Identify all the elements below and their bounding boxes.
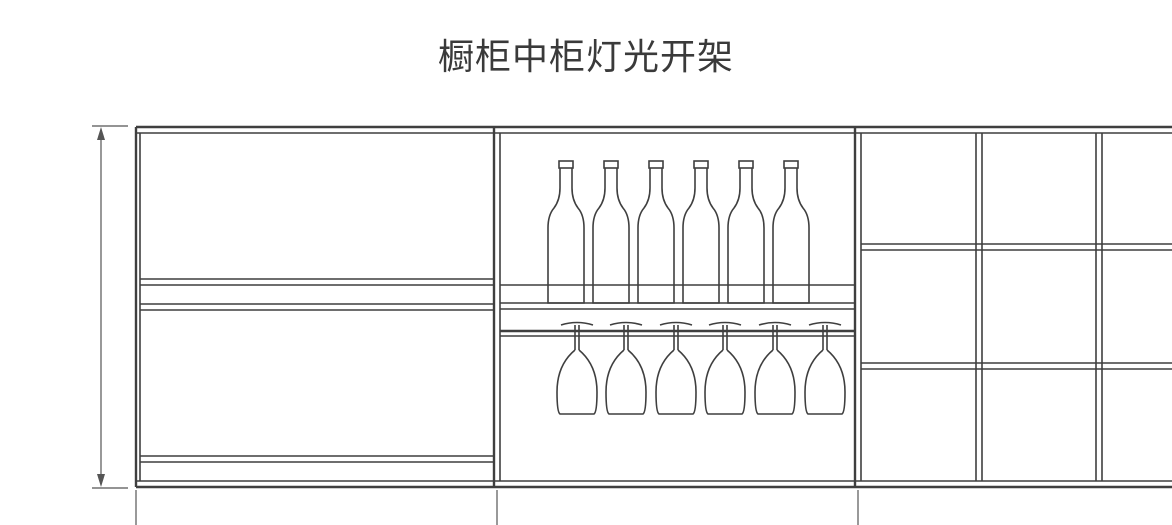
wine-glass [804, 321, 846, 415]
wine-glasses [556, 321, 846, 415]
diagram-title: 橱柜中柜灯光开架 [437, 37, 734, 78]
wine-bottle [682, 160, 720, 304]
wine-bottle [592, 160, 630, 304]
wine-bottle [772, 160, 810, 304]
wine-bottle [547, 160, 585, 304]
wine-bottle [727, 160, 765, 304]
wine-glass [655, 321, 697, 415]
height-dimension-line [92, 125, 128, 489]
wine-glass [704, 321, 746, 415]
wine-glass [556, 321, 598, 415]
wine-glass [754, 321, 796, 415]
cabinet-frame [134, 125, 1172, 525]
wine-glass [605, 321, 647, 415]
right-cabinet-grid [861, 133, 1172, 481]
left-cabinet-drawers [140, 278, 494, 463]
wine-bottles [547, 160, 810, 304]
wine-bottle [637, 160, 675, 304]
